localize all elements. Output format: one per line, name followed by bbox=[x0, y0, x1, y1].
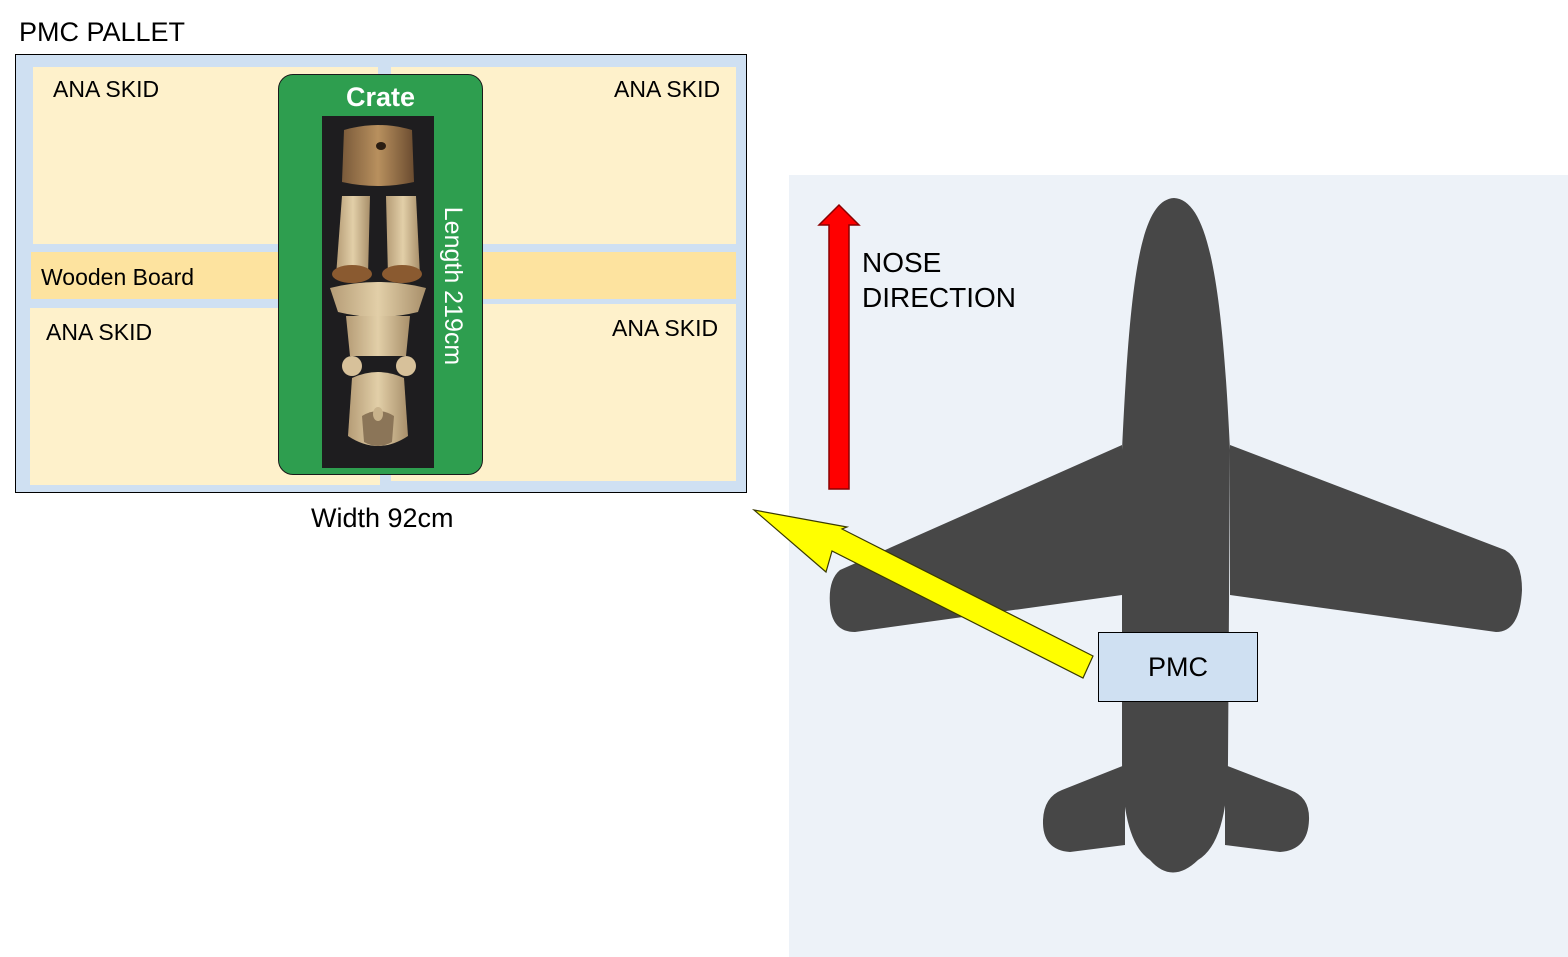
nose-label-line2: DIRECTION bbox=[862, 282, 1016, 313]
skid-label-top-left: ANA SKID bbox=[53, 76, 160, 102]
pallet-width-label: Width 92cm bbox=[311, 503, 454, 533]
nose-direction-label: NOSE DIRECTION bbox=[862, 245, 1016, 315]
pmc-position-box: PMC bbox=[1098, 632, 1258, 702]
statue-illustration bbox=[330, 125, 426, 446]
statue-photo bbox=[322, 116, 434, 468]
skid-label-top-right: ANA SKID bbox=[614, 76, 721, 102]
skid-label-bottom-left: ANA SKID bbox=[46, 319, 153, 345]
nose-label-line1: NOSE bbox=[862, 247, 942, 278]
pmc-label: PMC bbox=[1148, 651, 1208, 682]
skid-label-bottom-right: ANA SKID bbox=[612, 315, 719, 341]
wooden-board-label: Wooden Board bbox=[41, 264, 195, 290]
arrow-pointer-icon bbox=[751, 509, 1094, 679]
crate-title: Crate bbox=[345, 82, 416, 112]
arrow-up-icon bbox=[817, 203, 861, 490]
pallet-title: PMC PALLET bbox=[19, 17, 186, 47]
